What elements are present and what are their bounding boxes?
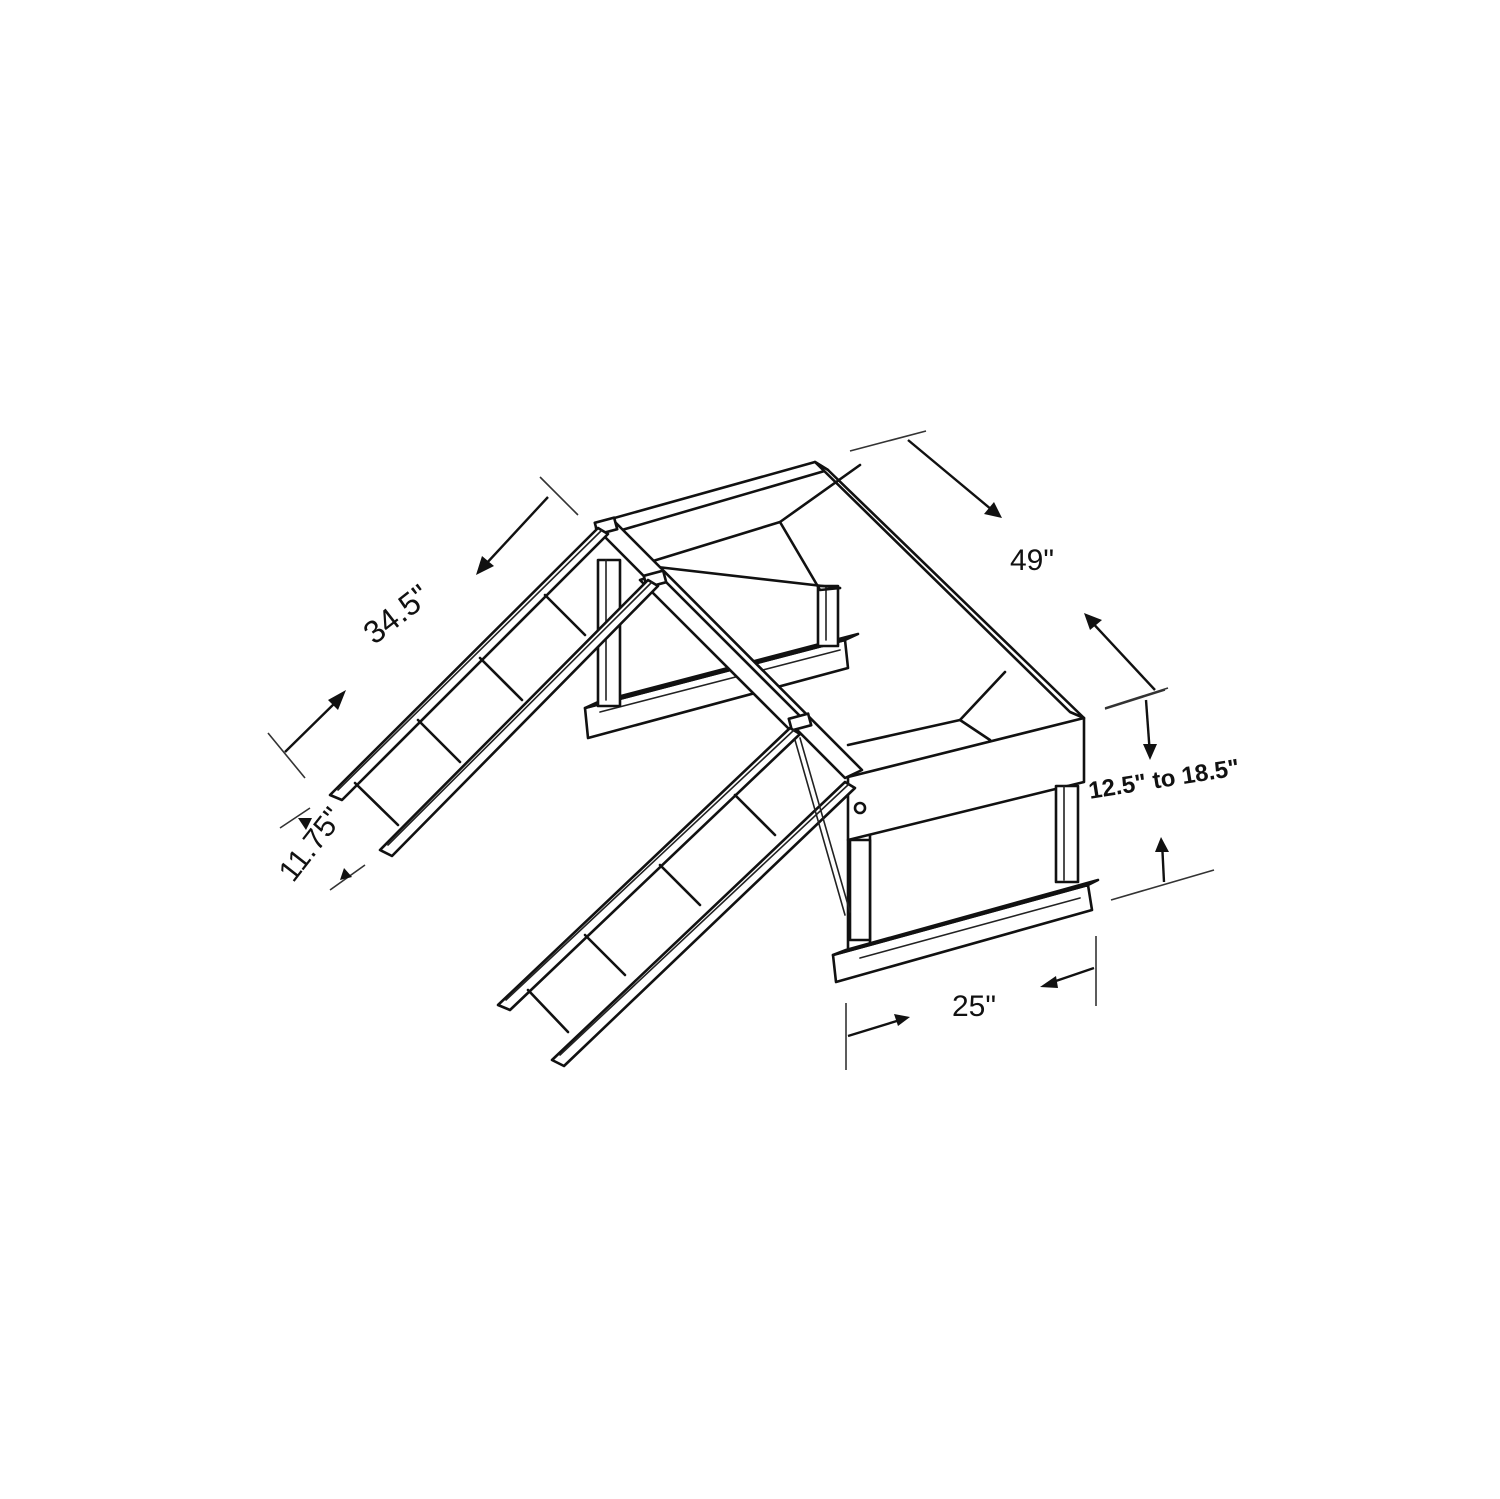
left-ladder-ramp [328,526,660,858]
back-base-rail [583,632,860,740]
right-ladder-ramp [496,726,857,1068]
platform-length-label: 49" [1010,544,1055,577]
ridge-beams [593,516,864,780]
dimension-ramp-width [279,807,366,891]
dimension-ramp-length [267,476,579,779]
platform-top [598,460,1086,952]
dimension-platform-length [849,430,1166,710]
front-base-rail [831,878,1100,984]
dimension-platform-width [845,936,1097,1070]
platform-width-label: 25" [952,990,997,1023]
dimension-height [1104,687,1215,901]
